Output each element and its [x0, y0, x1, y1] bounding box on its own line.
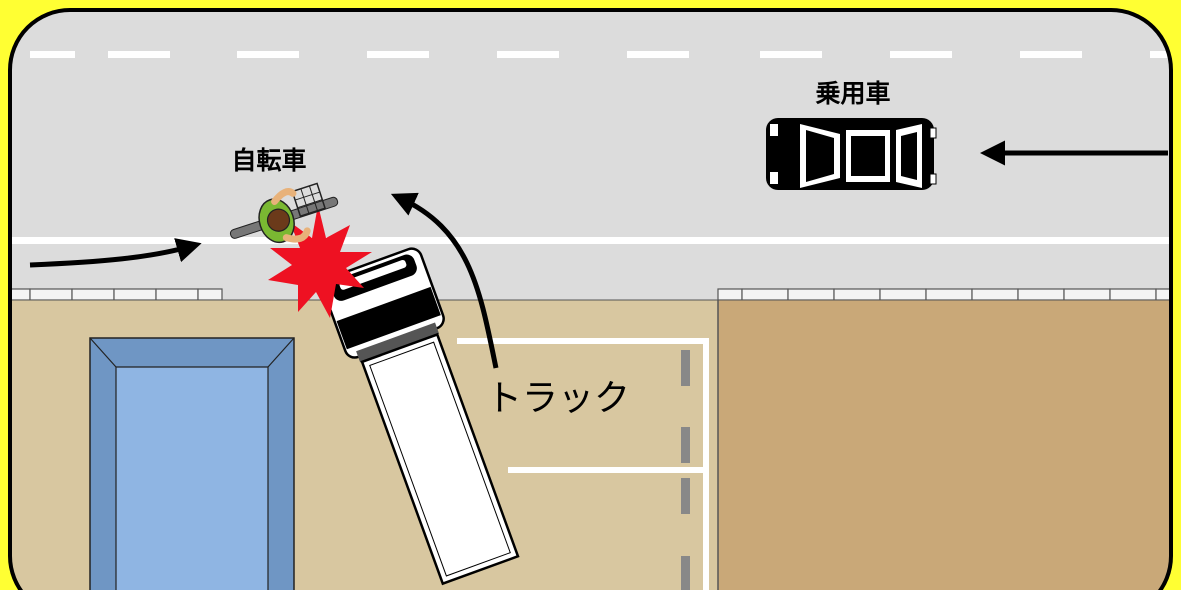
truck-path-arrow [390, 192, 499, 369]
wheel-stops [681, 350, 690, 590]
car-label: 乗用車 [815, 79, 890, 108]
road [10, 10, 1171, 300]
building [89, 337, 295, 590]
curb-left [10, 288, 223, 301]
bicycle-label: 自転車 [231, 146, 306, 175]
adjacent-lot [718, 300, 1171, 590]
car-top-view-icon [766, 118, 937, 190]
bicycle-path-arrow [29, 238, 202, 268]
road-edge-line [10, 237, 1171, 244]
parking-lines [457, 338, 709, 590]
center-dashed-line [30, 51, 1171, 58]
curb-right [717, 288, 1171, 301]
truck-label: トラック [486, 378, 630, 419]
frame-border [8, 8, 1173, 590]
collision-burst-icon [268, 205, 372, 318]
bicycle-rider-top-view-icon [229, 182, 339, 244]
